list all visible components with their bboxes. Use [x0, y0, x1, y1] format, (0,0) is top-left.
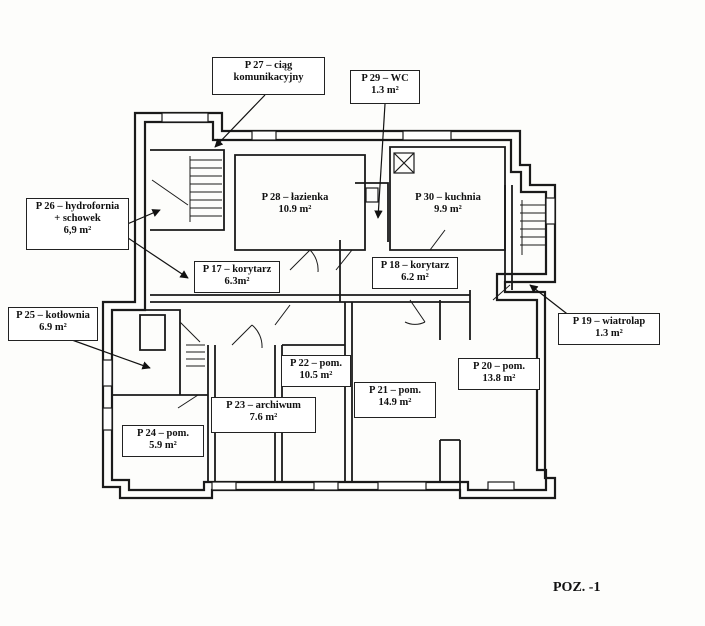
sheet-label: POZ. -1 [553, 580, 601, 595]
room-label-p17: P 17 – korytarz 6.3m² [194, 261, 280, 293]
room-label-p25: P 25 – kotłownia 6.9 m² [8, 307, 98, 341]
room-label-p23: P 23 – archiwum 7.6 m² [211, 397, 316, 433]
leader-arrows [71, 94, 576, 370]
room-label-p24: P 24 – pom. 5.9 m² [122, 425, 204, 457]
room-label-p19: P 19 – wiatrolap 1.3 m² [558, 313, 660, 345]
stairs [151, 156, 545, 367]
room-label-p30: P 30 – kuchnia 9.9 m² [415, 192, 481, 215]
room-label-p22: P 22 – pom. 10.5 m² [281, 355, 351, 387]
outer-walls [101, 111, 557, 500]
windows [102, 112, 556, 491]
room-label-p26: P 26 – hydrofornia + schowek 6,9 m² [26, 198, 129, 250]
room-label-p18: P 18 – korytarz 6.2 m² [372, 257, 458, 289]
room-label-p27: P 27 – ciąg komunikacyjny [212, 57, 325, 95]
door-swings [177, 229, 511, 409]
room-label-p29: P 29 – WC 1.3 m² [350, 70, 420, 104]
fixtures [365, 152, 415, 203]
room-label-p28: P 28 – łazienka 10.9 m² [261, 192, 329, 215]
room-label-p20: P 20 – pom. 13.8 m² [458, 358, 540, 390]
room-label-p21: P 21 – pom. 14.9 m² [354, 382, 436, 418]
